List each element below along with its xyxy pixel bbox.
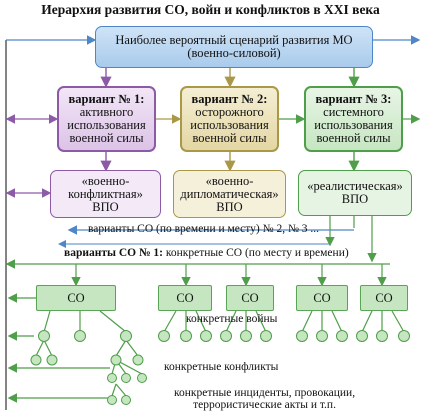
type-1-line2: конфликтная» xyxy=(68,186,143,201)
variant-3-line4: военной силы xyxy=(316,131,391,145)
variant-2-line2: осторожного xyxy=(195,105,264,119)
co-box-4: СО xyxy=(296,285,348,311)
co-box-1: СО xyxy=(36,285,116,311)
variant-1-line4: военной силы xyxy=(69,131,144,145)
variant-3-line2: системного xyxy=(323,105,384,119)
realistic-vpo-box: «реалистическая» ВПО xyxy=(298,170,412,216)
variant-3-heading: вариант № 3: xyxy=(315,92,392,106)
diagram-title: Иерархия развития СО, войн и конфликтов … xyxy=(41,2,380,17)
variant-3-line3: использования xyxy=(314,118,393,132)
type-2-line2: дипломатическая» xyxy=(180,186,279,201)
scenario-line1: Наиболее вероятный сценарий развития МО xyxy=(115,33,353,47)
wars-label: конкретные войны xyxy=(186,313,278,325)
type-1-line3: ВПО xyxy=(92,199,119,214)
variants-other-label: варианты СО (по времени и месту) № 2, № … xyxy=(88,223,320,235)
variant-1-label: варианты СО № 1: конкретные СО (по месту… xyxy=(64,247,349,259)
conflicts-label: конкретные конфликты xyxy=(164,361,279,373)
incidents-line1: конкретные инциденты, провокации, xyxy=(174,387,356,399)
variant-2-box: вариант № 2: осторожного использования в… xyxy=(180,86,279,152)
type-2-line3: ВПО xyxy=(216,199,243,214)
variant-1-label-rest: конкретные СО (по месту и времени) xyxy=(163,247,349,259)
military-conflict-vpo-box: «военно- конфликтная» ВПО xyxy=(50,170,161,218)
scenario-line2: (военно-силовой) xyxy=(187,46,281,60)
incidents-label: конкретные инциденты, провокации, террор… xyxy=(174,387,355,411)
incidents-line2: террористические акты и т.п. xyxy=(193,399,336,411)
co-box-2: СО xyxy=(158,285,212,311)
variant-1-box: вариант № 1: активного использования вое… xyxy=(57,86,156,152)
variant-3-box: вариант № 3: системного использования во… xyxy=(304,86,403,152)
variant-1-line2: активного xyxy=(79,105,134,119)
variant-2-line4: военной силы xyxy=(192,131,267,145)
military-diplomatic-vpo-box: «военно- дипломатическая» ВПО xyxy=(173,170,286,218)
variant-2-line3: использования xyxy=(190,118,269,132)
co-box-3: СО xyxy=(226,285,274,311)
co-box-5: СО xyxy=(360,285,408,311)
variant-1-heading: вариант № 1: xyxy=(68,92,145,106)
most-probable-scenario-box: Наиболее вероятный сценарий развития МО … xyxy=(95,26,373,68)
type-2-line1: «военно- xyxy=(205,173,254,188)
type-3-line2: ВПО xyxy=(341,192,369,206)
variant-1-line3: использования xyxy=(67,118,146,132)
type-3-line1: «реалистическая» xyxy=(307,179,403,193)
variant-1-label-bold: варианты СО № 1: xyxy=(64,247,163,259)
variant-2-heading: вариант № 2: xyxy=(191,92,268,106)
type-1-line1: «военно- xyxy=(81,173,130,188)
